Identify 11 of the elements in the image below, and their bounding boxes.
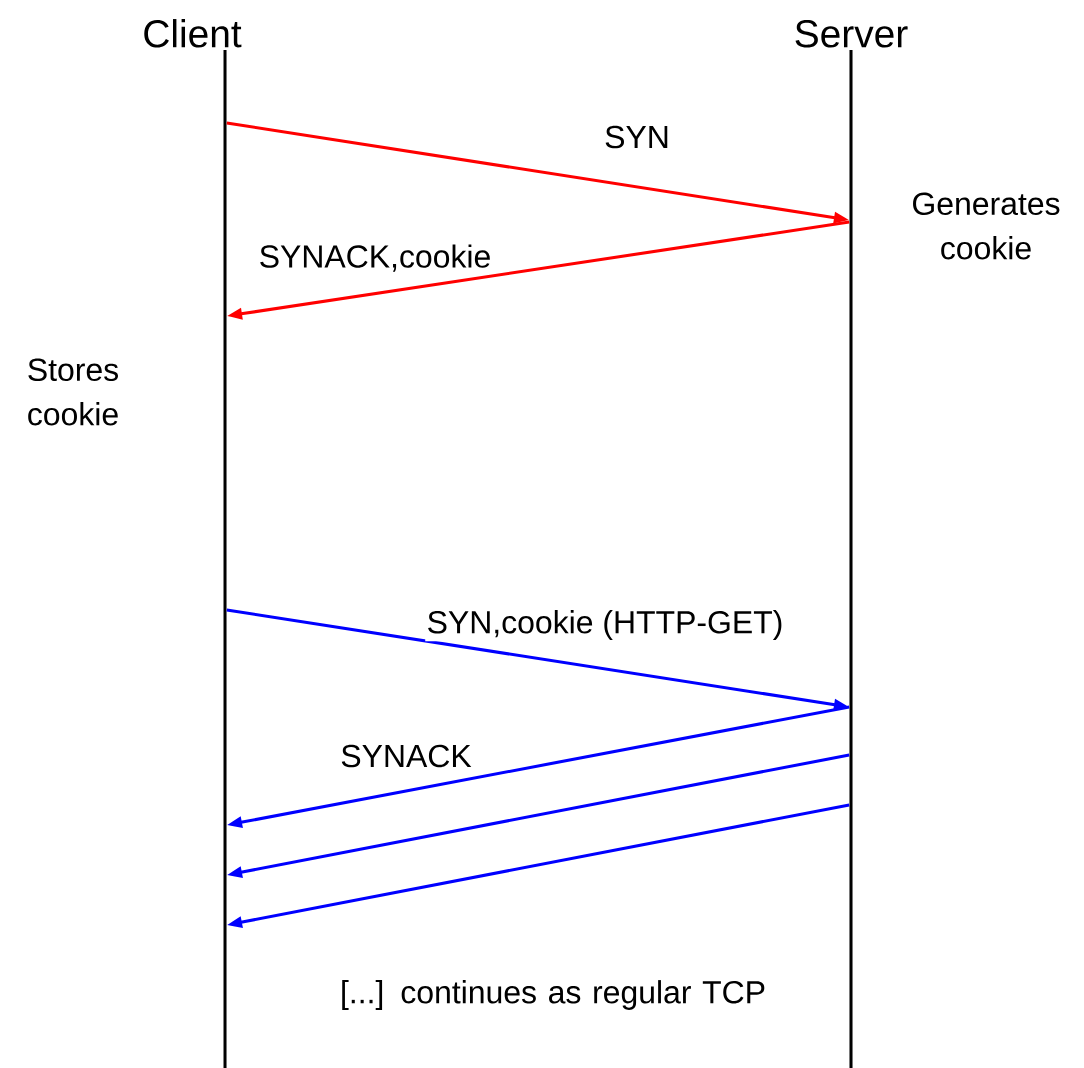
lifeline: Client: [144, 19, 242, 1068]
edge-label: SYNACK,cookie: [257, 243, 493, 273]
edge-label: SYN: [602, 124, 672, 150]
node-label: Server: [795, 20, 908, 48]
edge-label: SYNACK: [338, 743, 474, 769]
edge-label: SYN,cookie (HTTP-GET): [425, 608, 785, 642]
note: Generates cookie: [913, 192, 1060, 260]
note: [...] continues as regular TCP: [342, 980, 765, 1010]
note: Stores cookie: [28, 358, 118, 426]
node-label: Client: [144, 19, 242, 48]
lifeline: Server: [795, 20, 908, 1068]
